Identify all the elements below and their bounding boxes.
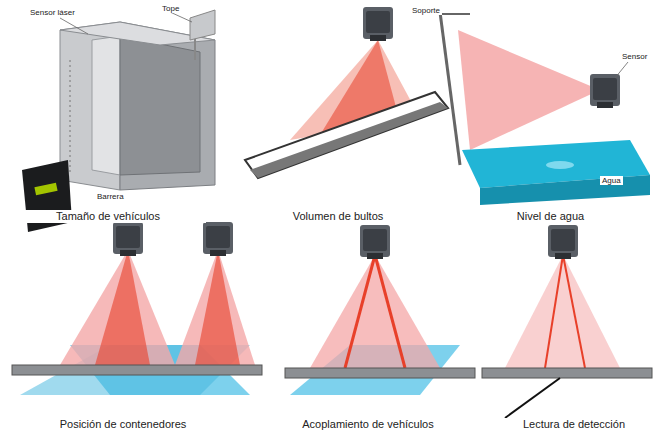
gantry-illustration (22, 10, 215, 232)
part-label: Soporte (410, 6, 442, 15)
part-label: Agua (600, 176, 623, 185)
caption: Nivel de agua (450, 210, 651, 223)
part-label: Sensor (620, 52, 649, 61)
caption: Acoplamiento de vehículos (260, 418, 476, 431)
level-illustration (440, 12, 650, 205)
part-label: Tope (160, 4, 181, 13)
caption: Volumen de bultos (240, 210, 436, 223)
part-label: Sensor láser (28, 8, 77, 17)
conveyor-illustration (245, 7, 448, 178)
part-label: Barrera (95, 192, 126, 201)
container-illustration (12, 222, 262, 395)
caption: Lectura de detección (496, 418, 652, 431)
caption: Posición de contenedores (10, 418, 236, 431)
detection-illustration (482, 225, 652, 418)
caption: Tamaño de vehículos (10, 210, 206, 223)
docking-illustration (285, 225, 475, 395)
